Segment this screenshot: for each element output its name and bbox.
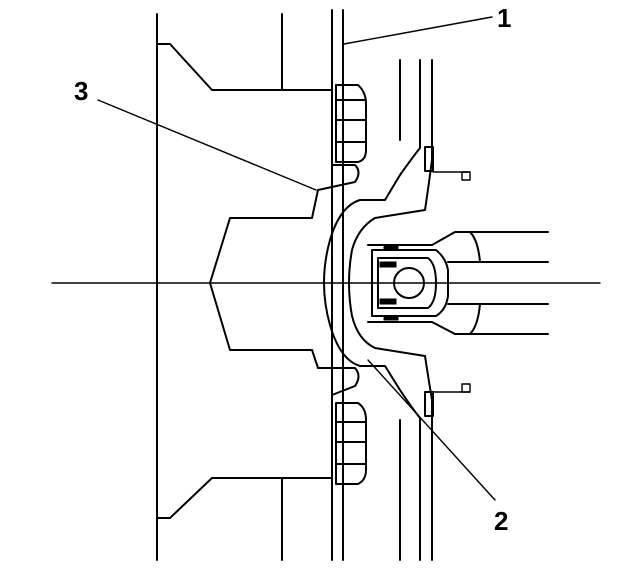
callout-label-1: 1 [497,3,511,33]
leader-line-3 [97,99,317,191]
leader-line-1 [343,16,493,45]
lower-lug-nut [335,402,367,485]
spindle-nut-assembly [367,231,549,335]
callout-label-2: 2 [494,506,508,536]
dust-cap-contour [323,59,433,561]
wheel-hub-outline [156,13,360,561]
lower-seal [424,383,471,417]
backing-plate [331,9,344,561]
upper-seal [424,146,471,181]
upper-lug-nut [335,84,367,163]
callout-label-3: 3 [74,76,88,106]
leader-line-2 [367,359,496,501]
